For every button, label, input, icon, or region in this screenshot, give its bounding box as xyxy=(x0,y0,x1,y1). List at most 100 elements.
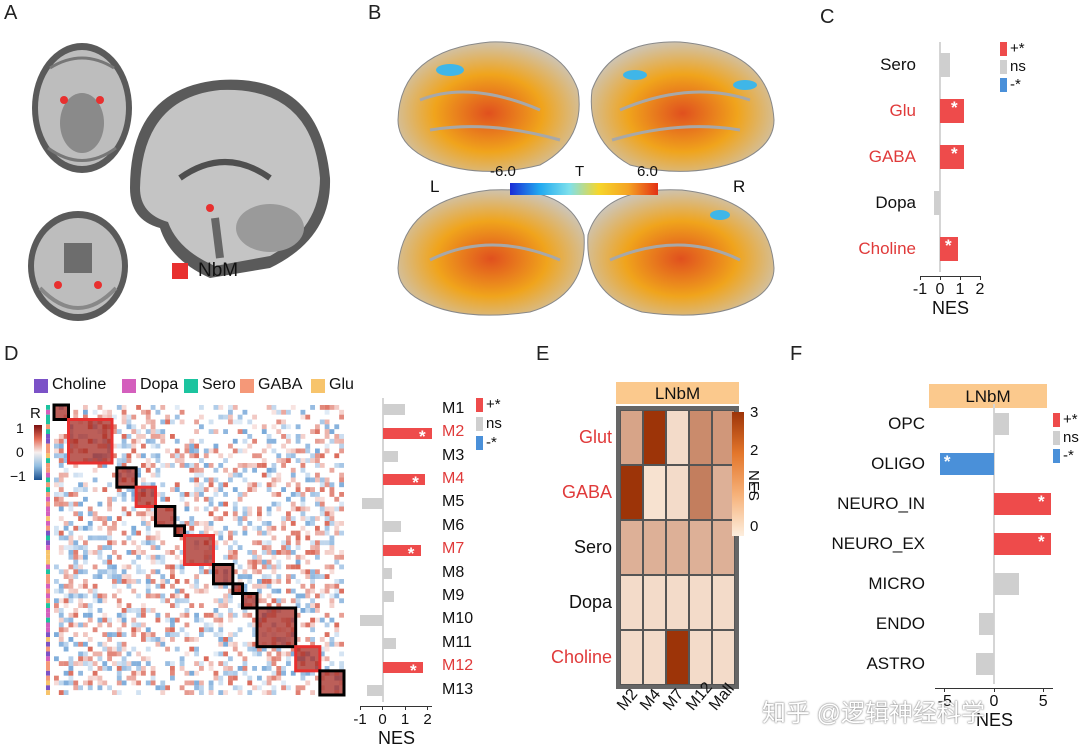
heatmap-cell xyxy=(666,520,689,575)
matrix-cell xyxy=(203,583,209,589)
matrix-cell xyxy=(97,550,103,555)
matrix-cell xyxy=(87,656,93,662)
matrix-cell xyxy=(339,463,344,468)
matrix-cell xyxy=(295,612,301,618)
matrix-cell xyxy=(237,448,243,454)
matrix-cell xyxy=(286,409,291,415)
matrix-cell xyxy=(92,467,98,473)
matrix-cell xyxy=(276,670,282,676)
module-block-fill xyxy=(68,419,112,463)
matrix-cell xyxy=(155,685,161,691)
matrix-cell xyxy=(126,487,132,492)
matrix-cell xyxy=(208,680,214,686)
matrix-cell xyxy=(271,463,277,468)
matrix-cell xyxy=(155,559,161,565)
matrix-cell xyxy=(286,540,291,546)
matrix-cell xyxy=(223,501,228,507)
matrix-cell xyxy=(73,487,79,492)
matrix-cell xyxy=(242,438,248,444)
matrix-cell xyxy=(208,521,214,526)
matrix-cell xyxy=(131,588,137,594)
module-block-outline xyxy=(318,669,346,697)
matrix-cell xyxy=(170,593,175,599)
matrix-cell xyxy=(261,424,267,430)
module-block-outline xyxy=(52,403,70,421)
matrix-cell xyxy=(87,521,93,526)
matrix-cell xyxy=(121,405,127,410)
matrix-cell xyxy=(310,477,315,483)
matrix-cell xyxy=(189,583,195,589)
matrix-cell xyxy=(121,511,127,517)
matrix-side-category-strip xyxy=(46,550,50,555)
matrix-side-category-strip xyxy=(46,492,50,497)
matrix-cell xyxy=(83,622,88,628)
matrix-cell xyxy=(319,511,325,517)
matrix-cell xyxy=(126,666,132,671)
heatmap-cell xyxy=(712,575,735,630)
matrix-cell xyxy=(116,598,122,604)
matrix-cell xyxy=(155,637,161,642)
matrix-cell xyxy=(261,690,267,695)
matrix-cell xyxy=(194,661,199,666)
matrix-cell xyxy=(131,661,137,666)
matrix-cell xyxy=(184,521,190,526)
matrix-cell xyxy=(329,550,335,555)
matrix-cell xyxy=(315,608,320,613)
matrix-cell xyxy=(228,409,233,415)
matrix-cell xyxy=(228,472,233,478)
matrix-cell xyxy=(223,598,228,604)
matrix-cell xyxy=(121,438,127,444)
matrix-cell xyxy=(199,680,204,686)
matrix-cell xyxy=(228,617,233,623)
matrix-cell xyxy=(87,646,93,652)
matrix-cell xyxy=(208,564,214,570)
matrix-cell xyxy=(58,443,64,449)
matrix-cell xyxy=(116,463,122,468)
matrix-side-category-strip xyxy=(46,434,50,439)
matrix-cell xyxy=(203,622,209,628)
matrix-cell xyxy=(87,680,93,686)
matrix-cell xyxy=(150,632,156,637)
matrix-cell xyxy=(281,516,286,521)
panel-d-bar-m11 xyxy=(382,638,396,650)
matrix-cell xyxy=(266,559,272,565)
matrix-cell xyxy=(329,405,335,410)
matrix-cell xyxy=(136,579,141,584)
legend-label-sero: Sero xyxy=(202,376,236,393)
matrix-side-category-strip xyxy=(46,516,50,521)
matrix-cell xyxy=(324,409,330,415)
matrix-cell xyxy=(329,617,335,623)
matrix-cell xyxy=(252,559,257,565)
matrix-cell xyxy=(305,550,311,555)
panel-d-sig-chip-ns xyxy=(476,417,483,431)
matrix-cell xyxy=(160,579,166,584)
sagittal-slice xyxy=(130,79,331,278)
matrix-cell xyxy=(247,564,253,570)
matrix-cell xyxy=(73,525,79,531)
matrix-cell xyxy=(213,443,219,449)
matrix-cell xyxy=(315,540,320,546)
matrix-cell xyxy=(305,443,311,449)
matrix-cell xyxy=(199,685,204,691)
matrix-cell xyxy=(97,622,103,628)
matrix-cell xyxy=(73,622,79,628)
matrix-cell xyxy=(315,525,320,531)
matrix-cell xyxy=(203,612,209,618)
matrix-cell xyxy=(78,593,83,599)
panel-label-b: B xyxy=(368,2,382,24)
matrix-cell xyxy=(339,554,344,560)
panel-f-category-label: OLIGO xyxy=(871,453,925,473)
matrix-cell xyxy=(97,574,103,579)
matrix-cell xyxy=(319,405,325,410)
matrix-cell xyxy=(203,477,209,483)
matrix-cell xyxy=(155,472,161,478)
matrix-cell xyxy=(92,598,98,604)
matrix-cell xyxy=(170,463,175,468)
matrix-cell xyxy=(228,598,233,604)
matrix-cell xyxy=(339,666,344,671)
matrix-cell xyxy=(194,492,199,497)
matrix-cell xyxy=(78,670,83,676)
matrix-cell xyxy=(174,545,180,550)
